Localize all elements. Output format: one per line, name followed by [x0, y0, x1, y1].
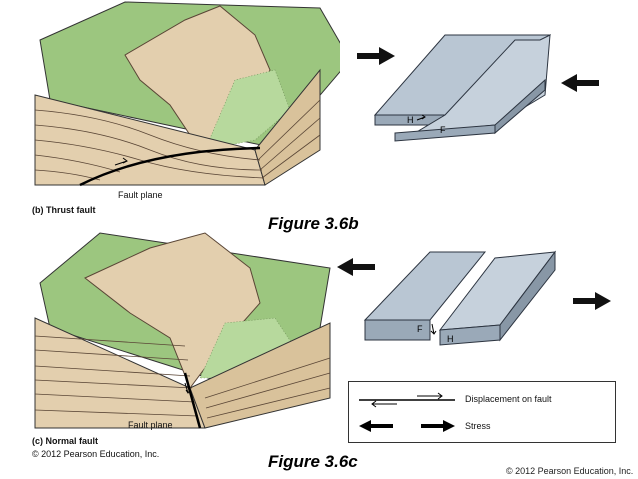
- left-slab-front: [364, 319, 431, 341]
- thrust-fault-block-diagram: [34, 1, 340, 187]
- legend-displacement-label: Displacement on fault: [465, 394, 552, 404]
- normal-f-label: F: [417, 324, 423, 334]
- thrust-h-label: H: [407, 115, 414, 125]
- figure-b-title: Figure 3.6b: [268, 214, 359, 233]
- compression-arrow-right-icon: [561, 74, 599, 92]
- bottom-panel-credit: © 2012 Pearson Education, Inc.: [32, 449, 160, 459]
- fault-plane-line: [79, 146, 261, 187]
- thrust-slab-diagram: H F: [357, 34, 599, 142]
- lower-slab-side: [494, 78, 546, 135]
- side-rock-face: [254, 68, 321, 186]
- thrust-fault-caption: (b) Thrust fault: [32, 205, 96, 215]
- thrust-slip-arrow-icon: [416, 114, 426, 121]
- normal-fault-caption: (c) Normal fault: [32, 436, 99, 446]
- right-slab-side: [499, 250, 556, 342]
- legend-stress-label: Stress: [465, 421, 491, 431]
- displacement-legend-icon: [359, 392, 455, 408]
- thrust-f-label: F: [440, 125, 446, 135]
- strata-lines: [34, 335, 331, 419]
- strata-lines: [34, 99, 321, 181]
- bottom-fault-plane-label: Fault plane: [128, 420, 173, 430]
- normal-slip-arrow-icon: [430, 323, 437, 335]
- compression-arrow-left-icon: [357, 47, 395, 65]
- side-rock-face: [189, 322, 331, 429]
- top-fault-plane-label: Fault plane: [118, 190, 163, 200]
- alluvial-fan: [204, 69, 291, 151]
- fault-plane-line: [183, 372, 202, 429]
- footer-copyright: © 2012 Pearson Education, Inc.: [506, 466, 634, 476]
- figure-c-title: Figure 3.6c: [268, 452, 358, 471]
- normal-slab-diagram: F H: [337, 250, 611, 346]
- normal-slip-arrow-icon: [184, 382, 191, 394]
- stress-legend-icon: [359, 420, 455, 432]
- normal-fault-block-diagram: [34, 232, 331, 429]
- normal-h-label: H: [447, 334, 454, 344]
- displacement-arrow-icon: [114, 157, 128, 166]
- legend-box: Displacement on fault Stress: [348, 381, 616, 443]
- extension-arrow-right-icon: [573, 292, 611, 310]
- extension-arrow-left-icon: [337, 258, 375, 276]
